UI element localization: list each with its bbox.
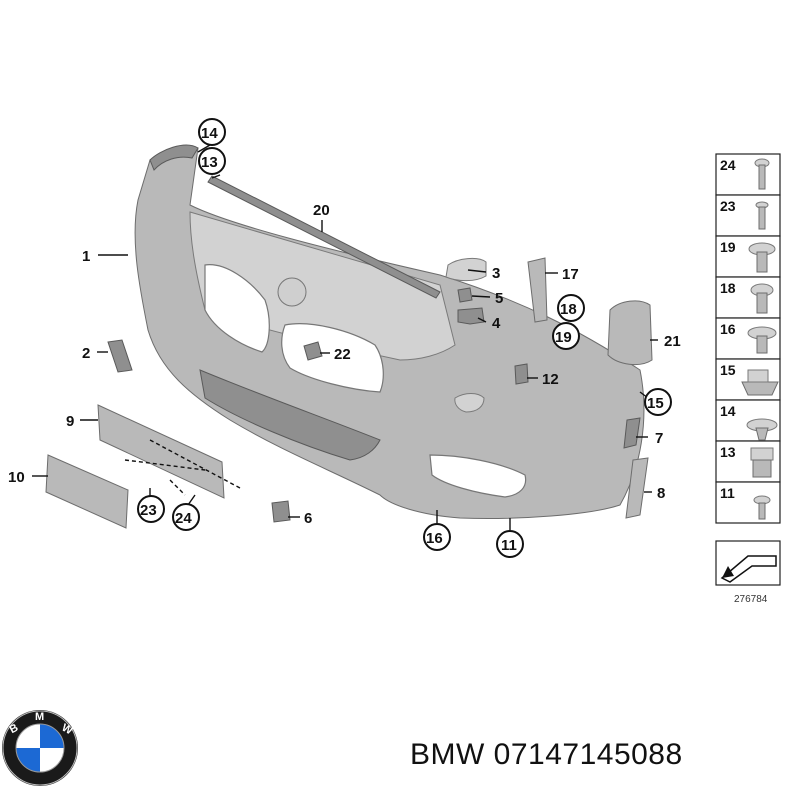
bracket-part-4 (457, 307, 485, 325)
callout-17: 17 (562, 266, 579, 283)
svg-text:M: M (35, 711, 44, 723)
callout-8: 8 (657, 485, 665, 502)
callout-6: 6 (304, 510, 312, 527)
kit-num-23: 23 (720, 198, 736, 214)
callout-9: 9 (66, 413, 74, 430)
clip-part-5 (457, 287, 473, 303)
callout-12: 12 (542, 371, 559, 388)
callout-15: 15 (647, 395, 664, 412)
kit-num-16: 16 (720, 321, 736, 337)
license-plate-holder-10 (45, 454, 129, 529)
callout-13: 13 (201, 154, 218, 171)
callout-18: 18 (560, 301, 577, 318)
callout-11: 11 (501, 537, 517, 554)
bracket-part-21 (607, 300, 653, 366)
callout-14: 14 (201, 125, 218, 142)
callout-19: 19 (555, 329, 572, 346)
sensor-holder-22 (303, 341, 323, 361)
callout-23: 23 (140, 502, 157, 519)
clip-part-12 (514, 363, 529, 385)
bumper-cover (134, 144, 645, 519)
callout-21: 21 (664, 333, 681, 350)
fastener-icons (720, 158, 779, 583)
diagram-id: 276784 (734, 594, 768, 605)
callout-2: 2 (82, 345, 90, 362)
side-trim-part-8 (625, 457, 649, 519)
callout-22: 22 (334, 346, 351, 363)
kit-num-18: 18 (720, 280, 736, 296)
callout-3: 3 (492, 265, 500, 282)
bracket-part-2 (107, 339, 133, 373)
top-trim-strip (207, 175, 441, 299)
bmw-logo: B M W (2, 710, 78, 786)
callout-10: 10 (8, 469, 25, 486)
kit-num-24: 24 (720, 157, 736, 173)
callout-16: 16 (426, 530, 443, 547)
callout-24: 24 (175, 510, 192, 527)
callout-1: 1 (82, 248, 90, 265)
callout-5: 5 (495, 290, 503, 307)
license-plate-base-9 (97, 404, 225, 499)
part-number-caption: BMW 07147145088 (410, 738, 683, 771)
kit-num-15: 15 (720, 362, 736, 378)
fastener-panel: 24 23 19 18 16 15 14 13 11 276784 (715, 153, 781, 605)
reflector-part-7 (623, 417, 641, 449)
kit-num-13: 13 (720, 444, 736, 460)
kit-num-19: 19 (720, 239, 736, 255)
callout-labels: 1 2 9 10 20 3 5 4 17 21 22 12 7 8 6 14 1… (8, 118, 681, 558)
washer-cover-part (445, 257, 487, 282)
callout-20: 20 (313, 202, 330, 219)
kit-num-14: 14 (720, 403, 736, 419)
callout-4: 4 (492, 315, 501, 332)
kit-num-11: 11 (720, 485, 735, 501)
bracket-part-17 (527, 257, 548, 323)
clip-part-6 (271, 500, 291, 523)
callout-7: 7 (655, 430, 663, 447)
